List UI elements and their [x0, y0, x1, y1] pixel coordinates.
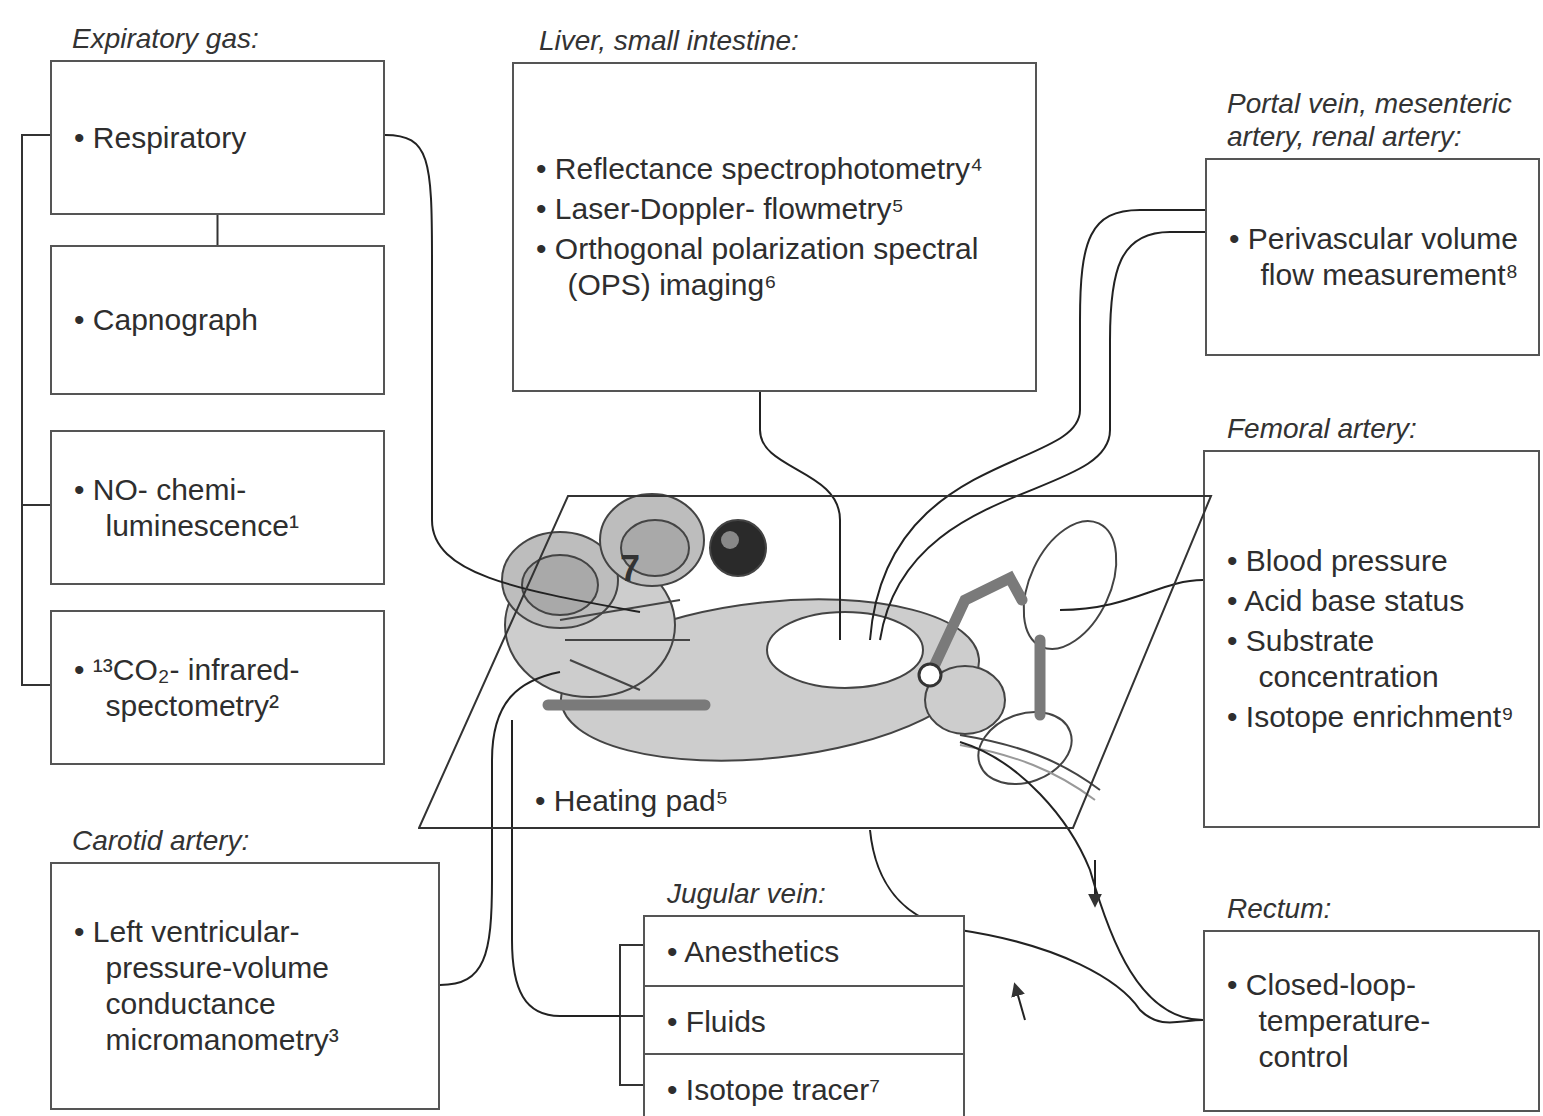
- bullet-item: • Left ventricular- pressure-volume cond…: [74, 914, 420, 1058]
- bullet-item: • Blood pressure: [1227, 543, 1520, 579]
- box-content: • Fluids: [645, 988, 963, 1056]
- mouse-tail: [960, 745, 1095, 800]
- mouse-nose: [710, 520, 766, 576]
- bullet-item: • Respiratory: [74, 120, 365, 156]
- bracket: [22, 504, 50, 506]
- group-box: • NO- chemi- luminescence¹: [50, 430, 385, 585]
- box-content: • NO- chemi- luminescence¹: [52, 456, 383, 560]
- bullet-item: • ¹³CO₂- infrared- spectometry²: [74, 652, 365, 724]
- box-content: • Blood pressure • Acid base status • Subs…: [1205, 527, 1538, 751]
- bullet-item: • Reflectance spectrophotometry⁴: [536, 151, 1017, 187]
- group-heading: Rectum:: [1227, 892, 1527, 926]
- catheter: [930, 578, 1022, 675]
- mouse-leg: [1005, 506, 1135, 663]
- group-box: Expiratory gas:• Respiratory: [50, 60, 385, 215]
- mouse-ear: [600, 494, 704, 586]
- flow-arrow: [1015, 985, 1025, 1020]
- bracket: [620, 1015, 643, 1017]
- group-box: Femoral artery:• Blood pressure• Acid ba…: [1203, 450, 1540, 828]
- group-box: • Isotope tracer⁷: [643, 1053, 965, 1116]
- callout-number: 7: [620, 548, 640, 590]
- box-content: • ¹³CO₂- infrared- spectometry²: [52, 636, 383, 740]
- group-heading: Jugular vein:: [667, 877, 967, 911]
- box-content: • Reflectance spectrophotometry⁴ • Laser-…: [514, 135, 1035, 319]
- bullet-item: • Substrate concentration: [1227, 623, 1520, 695]
- bracket: [620, 945, 643, 1085]
- bullet-item: • Orthogonal polarization spectral (OPS)…: [536, 231, 1017, 303]
- heating-pad: • Heating pad⁵: [418, 495, 1213, 830]
- bracket: [22, 135, 50, 685]
- leader-line: [512, 720, 620, 1016]
- leader-line: [960, 742, 1203, 1020]
- group-box: Jugular vein:• Anesthetics: [643, 915, 965, 989]
- mouse-nose: [721, 531, 739, 549]
- box-content: • Isotope tracer⁷: [645, 1056, 963, 1116]
- flow-arrow: [1094, 860, 1096, 905]
- mouse-body: [553, 580, 987, 779]
- group-box: Carotid artery:• Left ventricular- press…: [50, 862, 440, 1110]
- mouse-foot: [968, 700, 1081, 797]
- box-content: • Left ventricular- pressure-volume cond…: [52, 898, 438, 1074]
- group-box: • ¹³CO₂- infrared- spectometry²: [50, 610, 385, 765]
- group-box: • Fluids: [643, 985, 965, 1059]
- catheter: [548, 700, 705, 711]
- group-box: • Capnograph: [50, 245, 385, 395]
- group-box: Liver, small intestine:• Reflectance spe…: [512, 62, 1037, 392]
- heating-pad-outline: [419, 496, 1211, 828]
- bullet-item: • Isotope tracer⁷: [667, 1072, 945, 1108]
- box-content: • Respiratory: [52, 104, 383, 172]
- group-heading: Portal vein, mesenteric artery, renal ar…: [1227, 87, 1543, 154]
- group-heading: Femoral artery:: [1227, 412, 1537, 446]
- leader-line: [1060, 580, 1203, 610]
- group-heading: Carotid artery:: [72, 824, 432, 858]
- bullet-item: • Closed-loop- temperature- control: [1227, 967, 1520, 1075]
- group-box: Portal vein, mesenteric artery, renal ar…: [1205, 158, 1540, 356]
- mouse-ear: [522, 555, 598, 615]
- group-heading: Liver, small intestine:: [539, 24, 1019, 58]
- group-heading: Expiratory gas:: [72, 22, 402, 56]
- box-content: • Perivascular volume flow measurement⁸: [1207, 205, 1538, 309]
- leader-line: [760, 392, 840, 640]
- bullet-item: • Isotope enrichment⁹: [1227, 699, 1520, 735]
- bullet-item: • Perivascular volume flow measurement⁸: [1229, 221, 1520, 293]
- connector: [217, 215, 219, 245]
- box-content: • Capnograph: [52, 286, 383, 354]
- catheter-port: [919, 664, 941, 686]
- group-box: Rectum:• Closed-loop- temperature- contr…: [1203, 930, 1540, 1112]
- bullet-item: • Acid base status: [1227, 583, 1520, 619]
- abdominal-window: [767, 612, 923, 688]
- bullet-item: • NO- chemi- luminescence¹: [74, 472, 365, 544]
- catheter: [1035, 640, 1046, 715]
- bullet-item: • Anesthetics: [667, 934, 945, 970]
- whiskers: [560, 600, 690, 690]
- bullet-item: • Fluids: [667, 1004, 945, 1040]
- mouse-tail: [960, 735, 1100, 790]
- box-content: • Closed-loop- temperature- control: [1205, 951, 1538, 1091]
- heating-pad-outline: [418, 495, 1213, 830]
- pad-label: • Heating pad⁵: [531, 783, 732, 819]
- box-content: • Anesthetics: [645, 918, 963, 986]
- bullet-item: • Laser-Doppler- flowmetry⁵: [536, 191, 1017, 227]
- bullet-item: • Capnograph: [74, 302, 365, 338]
